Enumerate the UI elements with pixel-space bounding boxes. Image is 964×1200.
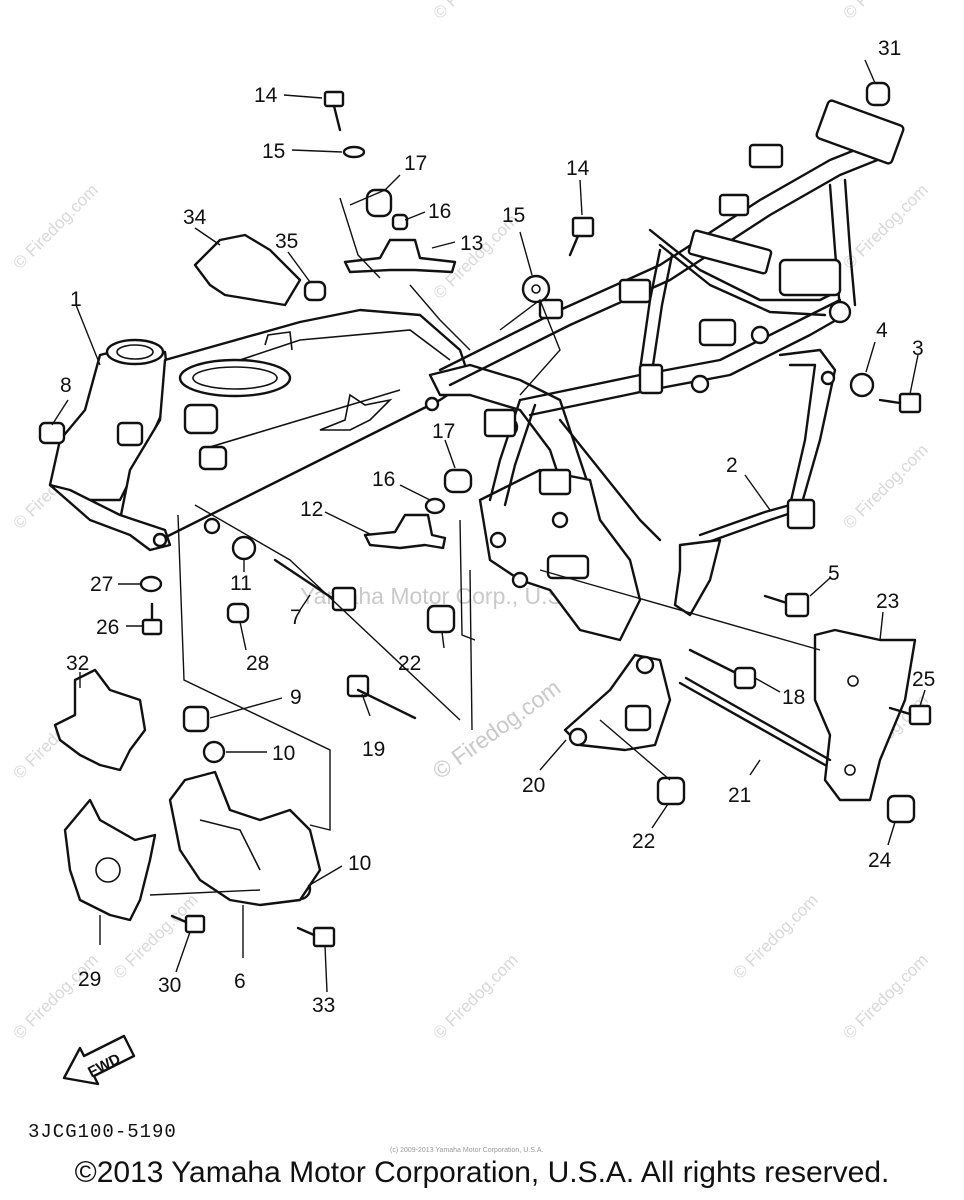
watermark-diagonal: © Firedog.com	[428, 674, 566, 784]
watermark: © Firedog.com	[839, 950, 931, 1042]
callout-29: 29	[78, 968, 101, 991]
callout-31: 31	[878, 37, 901, 60]
callout-10: 10	[272, 742, 295, 765]
watermark: © Firedog.com	[839, 0, 931, 23]
callout-1: 1	[70, 288, 82, 311]
watermark: © Firedog.com	[429, 0, 521, 23]
leader-lines	[51, 59, 926, 993]
callout-22: 22	[632, 830, 655, 853]
callout-12: 12	[300, 498, 323, 521]
watermark: © Firedog.com	[9, 950, 101, 1042]
lower-frame	[478, 348, 837, 642]
callout-20: 20	[522, 774, 545, 797]
callout-23: 23	[876, 590, 899, 613]
callouts: 31 14 15 17 16 13 14 15 34 35 1 8 4 3 17…	[60, 37, 935, 1017]
callout-10: 10	[348, 852, 371, 875]
callout-3: 3	[912, 337, 924, 360]
callout-17: 17	[432, 420, 455, 443]
callout-7: 7	[290, 606, 302, 629]
callout-26: 26	[96, 616, 119, 639]
callout-15: 15	[502, 204, 525, 227]
watermark: © Firedog.com	[839, 180, 931, 272]
copyright-notice: ©2013 Yamaha Motor Corporation, U.S.A. A…	[74, 1156, 890, 1189]
callout-14: 14	[254, 84, 278, 107]
callout-22: 22	[398, 652, 421, 675]
rear-subframe	[438, 99, 905, 417]
callout-16: 16	[428, 200, 451, 223]
bracket-34	[193, 233, 302, 307]
callout-5: 5	[828, 562, 840, 585]
callout-32: 32	[66, 652, 89, 675]
callout-17: 17	[404, 152, 427, 175]
callout-13: 13	[460, 232, 483, 255]
callout-19: 19	[362, 738, 385, 761]
callout-11: 11	[230, 572, 252, 595]
callout-27: 27	[90, 573, 113, 596]
callout-6: 6	[234, 970, 246, 993]
callout-33: 33	[312, 994, 335, 1017]
watermark: © Firedog.com	[429, 950, 521, 1042]
callout-35: 35	[275, 230, 298, 253]
watermark: © Firedog.com	[839, 440, 931, 532]
callout-24: 24	[868, 849, 892, 872]
small-copyright: (c) 2009-2013 Yamaha Motor Corporation, …	[390, 1147, 544, 1154]
forward-direction-arrow: FWD	[62, 1034, 136, 1086]
callout-34: 34	[183, 206, 207, 229]
watermark: © Firedog.com	[729, 890, 821, 982]
watermark: © Firedog.com	[9, 180, 101, 272]
callout-18: 18	[782, 686, 805, 709]
callout-16: 16	[372, 468, 395, 491]
callout-25: 25	[912, 668, 935, 691]
part-code: 3JCG100-5190	[28, 1121, 177, 1143]
callout-8: 8	[60, 374, 72, 397]
callout-2: 2	[726, 454, 738, 477]
callout-9: 9	[290, 686, 302, 709]
callout-28: 28	[246, 652, 269, 675]
callout-14: 14	[566, 157, 590, 180]
hardware	[38, 81, 932, 948]
callout-15: 15	[262, 140, 285, 163]
callout-4: 4	[876, 319, 888, 342]
callout-30: 30	[158, 974, 181, 997]
callout-21: 21	[728, 784, 751, 807]
